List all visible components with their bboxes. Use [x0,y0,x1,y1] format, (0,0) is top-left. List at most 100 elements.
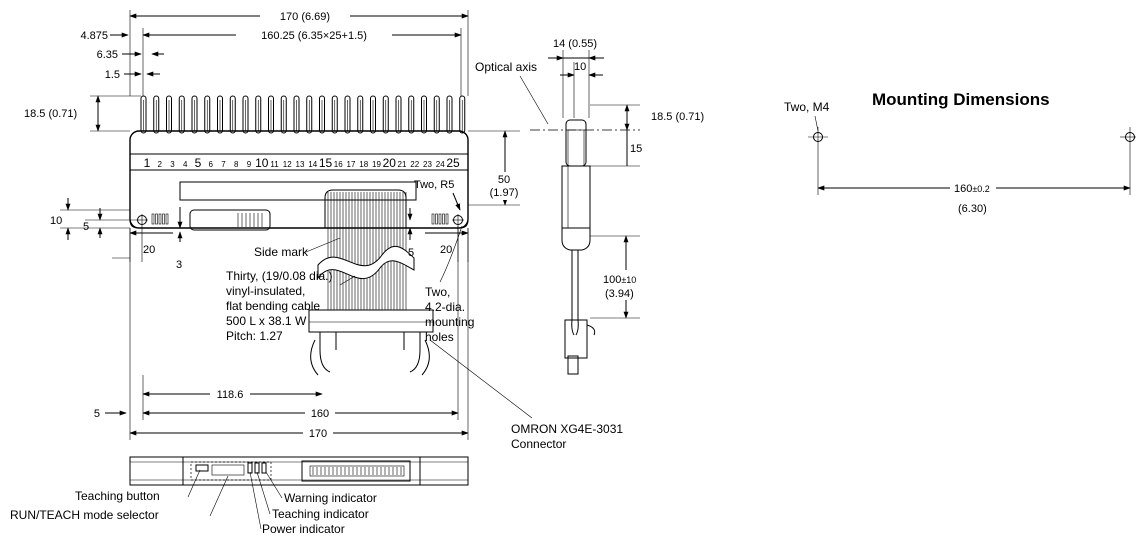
terminal-pin [319,95,325,134]
mounting-dimensions: Mounting Dimensions Two, M4 160±0.2 (6.3… [784,90,1136,215]
mount-dim-value: 160±0.2 [954,183,990,195]
terminal-pin [255,95,262,134]
channel-number: 22 [410,160,419,169]
dim-cable-length-inch: (3.94) [605,288,634,300]
channel-number: 13 [296,160,305,169]
channel-number: 18 [359,160,368,169]
channel-number: 17 [347,160,356,169]
sensor-window [179,181,417,201]
terminal-pin [459,95,466,134]
holes-desc-line-4: holes [425,330,454,344]
channel-number: 2 [158,160,163,169]
dim-right-gap: 5 [408,247,414,259]
dim-pin-height: 18.5 (0.71) [24,108,77,120]
dim-left-hole-x: 20 [143,244,155,256]
channel-number: 24 [436,160,445,169]
dim-hole-height: 10 [50,215,62,227]
terminal-pin [357,95,364,134]
dim-side-width: 14 (0.55) [553,38,597,50]
mode-selector-label: RUN/TEACH mode selector [10,508,159,522]
grip-ribs-right [431,213,449,225]
terminal-pin [395,95,402,134]
channel-number: 9 [247,160,252,169]
holes-desc-line-3: mounting [425,315,474,329]
dim-axis-height-full: 18.5 (0.71) [651,111,704,123]
cable-desc-line-3: flat bending cable [226,299,320,313]
mounting-hole-label: Two, M4 [784,100,830,114]
terminal-pin [153,95,160,134]
terminal-pin [344,95,351,134]
dim-pitch-span: 160.25 (6.35×25+1.5) [261,30,367,42]
optical-axis-label: Optical axis [475,60,537,74]
channel-number: 10 [255,156,269,170]
terminal-pin [433,95,440,134]
terminal-pin [178,95,185,134]
channel-number: 23 [423,160,432,169]
channel-number: 3 [170,160,175,169]
switch-ribs [237,213,263,227]
channel-number: 16 [334,160,343,169]
channel-number: 11 [270,160,279,169]
dim-side-inner: 10 [574,61,586,73]
holes-desc-line-2: 4.2-dia. [425,300,465,314]
connector-desc-line-1: OMRON XG4E-3031 [511,422,623,436]
dim-cable-width: 118.6 [217,389,244,401]
corner-radius-label: Two, R5 [414,179,454,191]
mount-dim-num: 160 [954,183,972,195]
mounting-title: Mounting Dimensions [872,90,1050,109]
holes-desc-line-1: Two, [425,285,450,299]
channel-number: 20 [383,156,397,170]
terminal-pin [217,95,223,134]
terminal-pins [140,95,466,134]
dim-cable-length-tol: ±10 [621,275,636,285]
mount-dim-tol: ±0.2 [972,184,989,194]
channel-number: 4 [183,160,188,169]
channel-number: 5 [195,156,202,170]
channel-number: 6 [209,160,214,169]
bottom-connector [301,460,411,482]
dim-hole-center: 5 [83,221,89,233]
power-indicator-label: Power indicator [262,522,345,536]
side-head [565,119,587,167]
cable-desc-line-1: Thirty, (19/0.08 dia.) [226,269,333,283]
terminal-pin [306,95,313,134]
dim-body-height-value: 50 [498,174,510,186]
cable-connector [308,309,434,376]
dim-overall-bottom: 170 [309,428,327,440]
terminal-pin [408,95,415,134]
terminal-pin [446,95,453,134]
terminal-pin [166,95,172,134]
channel-number: 12 [283,160,292,169]
dim-overall-top: 170 (6.69) [280,11,330,23]
terminal-pin [382,95,389,134]
dim-axis-height: 15 [630,143,642,155]
channel-number: 19 [372,160,381,169]
grip-ribs-left [151,213,169,225]
dim-right-hole-x: 20 [440,244,452,256]
teaching-indicator-label: Teaching indicator [272,507,369,521]
channel-number: 14 [308,160,317,169]
side-mark-label: Side mark [254,245,309,259]
terminal-pin [204,95,211,134]
dim-hole-span: 160 [311,408,329,420]
terminal-pin [242,95,249,134]
channel-number: 1 [144,156,151,170]
side-body [561,165,591,229]
dim-pin-width: 1.5 [105,69,120,81]
terminal-pin [293,95,300,134]
slide-switch [189,209,271,231]
terminal-pin [331,95,338,134]
terminal-pin [229,95,236,134]
dim-cable-length-num: 100 [603,274,621,286]
bottom-body [129,456,469,486]
warning-indicator-label: Warning indicator [284,491,377,505]
dim-body-height-inch: (1.97) [490,187,519,199]
terminal-pin [268,95,274,134]
dim-pitch: 6.35 [97,49,118,61]
terminal-pin [140,95,147,134]
dim-bottom-gap: 3 [176,259,182,271]
dim-cable-length-value: 100±10 [603,274,636,286]
channel-number: 25 [446,156,460,170]
